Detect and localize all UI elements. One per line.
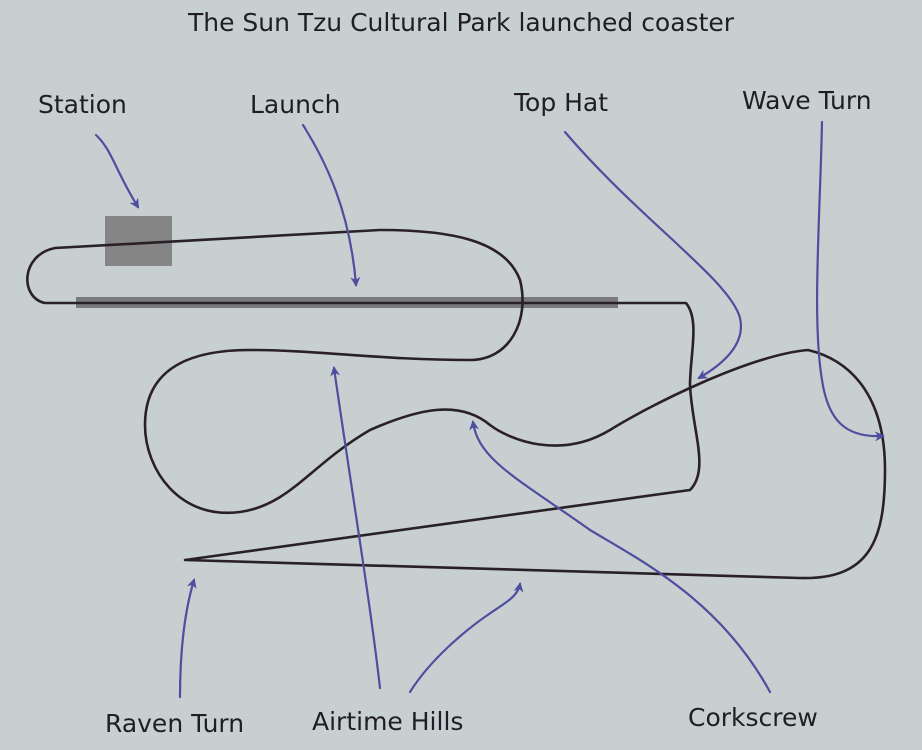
label-wave-turn: Wave Turn bbox=[742, 86, 872, 115]
launch-arrow bbox=[301, 123, 361, 287]
label-station: Station bbox=[38, 90, 127, 119]
label-top-hat: Top Hat bbox=[513, 88, 608, 117]
diagram-title: The Sun Tzu Cultural Park launched coast… bbox=[187, 8, 735, 37]
label-corkscrew: Corkscrew bbox=[688, 703, 818, 732]
label-raven-turn: Raven Turn bbox=[105, 709, 244, 738]
label-launch: Launch bbox=[250, 90, 341, 119]
corkscrew-arrow bbox=[469, 420, 772, 694]
raven-turn-arrow bbox=[178, 578, 197, 699]
coaster-track bbox=[26, 228, 887, 580]
airtime-hills-arrow-right bbox=[408, 582, 524, 694]
station-arrow bbox=[94, 133, 140, 209]
wave-turn-arrow bbox=[815, 120, 885, 442]
top-hat-arrow bbox=[563, 130, 743, 380]
airtime-hills-arrow-left bbox=[330, 366, 382, 690]
label-airtime-hills: Airtime Hills bbox=[312, 707, 463, 736]
